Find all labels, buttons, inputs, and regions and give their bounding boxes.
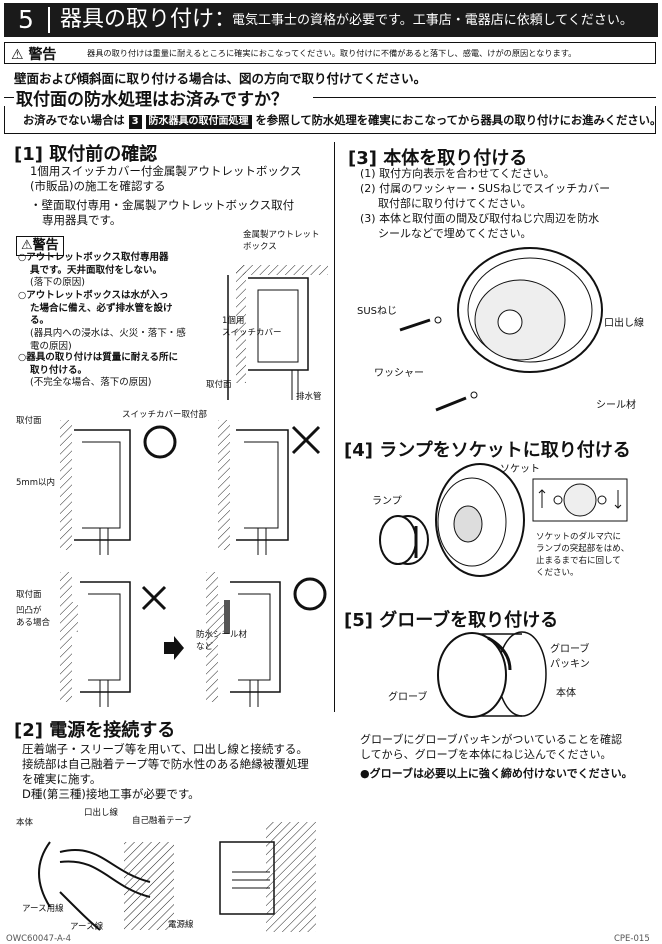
warning-triangle-icon: ⚠: [21, 238, 33, 253]
section-title: 器具の取り付け：: [60, 7, 237, 32]
label-seal: シール材: [596, 400, 636, 411]
step4-heading: [4] ランプをソケットに取り付ける: [344, 440, 631, 461]
step5-caution: ●グローブは必要以上に強く締め付けないでください。: [360, 767, 633, 780]
step2-text: 圧着端子・スリーブ等を用いて、口出し線と接続する。接続部は自己融着テープ等で防水…: [22, 742, 309, 801]
arrow-right-icon: [164, 636, 184, 660]
step1-warning-3-note: (不完全な場合、落下の原因): [30, 377, 152, 388]
install-figure-ok-top: [60, 420, 131, 555]
mount-direction-note: 壁面および傾斜面に取り付ける場合は、図の方向で取り付けてください。: [14, 71, 427, 86]
step1-warning-1: ○アウトレットボックス取付専用器具です。天井面取付をしない。: [18, 252, 169, 276]
section-subtitle: 電気工事士の資格が必要です。工事店・電器店に依頼してください。: [232, 13, 633, 28]
label-switch-cover: 1個用スイッチカバー: [222, 316, 282, 338]
ref-title: 防水器具の取付面処理: [145, 115, 252, 129]
label-body: 本体: [16, 818, 34, 828]
socket-detail-icon: [532, 478, 628, 522]
step1-warning-tag: ⚠警告: [16, 234, 64, 256]
step5-text: グローブにグローブパッキンがついていることを確認してから、グローブを本体にねじ込…: [360, 733, 623, 761]
label-mount-surface-fig2: 取付面: [16, 590, 42, 600]
label-metal-box: 金属製アウトレットボックス: [243, 230, 320, 252]
step3-heading: [3] 本体を取り付ける: [348, 148, 528, 169]
step1-warning-2: ○アウトレットボックスは水が入った場合に備え、必ず排水管を設ける。: [18, 290, 173, 326]
label-globe: グローブ: [388, 692, 428, 703]
label-earth: アース線: [70, 922, 104, 932]
step5-heading: [5] グローブを取り付ける: [344, 610, 559, 631]
label-earth-lead: アース用線: [22, 904, 64, 914]
install-figure-ng-bottom: [60, 572, 131, 707]
warning-triangle-icon: ⚠: [11, 47, 24, 63]
step1-warning-3: ○器具の取り付けは質量に耐える所に取り付ける。: [18, 352, 179, 376]
header-divider: [48, 7, 50, 33]
label-washer: ワッシャー: [374, 368, 424, 379]
step1-bullet-1: ・壁面取付専用・金属製アウトレットボックス取付: [30, 198, 295, 212]
globe-diagram: [437, 631, 547, 718]
waterproof-instruction: お済みでない場合は 3 防水器具の取付面処理 を参照して防水処理を確実におこなっ…: [23, 114, 662, 129]
label-lead: 口出し線: [84, 808, 119, 818]
body-mount-diagram: [399, 247, 603, 412]
footer-code-right: CPE-015: [614, 934, 650, 944]
label-within-5mm: 5mm以内: [16, 478, 55, 488]
label-socket: ソケット: [500, 464, 540, 475]
warning-tag: ⚠ 警告: [11, 47, 57, 63]
install-figure-ng-top: [218, 420, 289, 555]
rule-right: [313, 97, 656, 98]
socket-note: ソケットのダルマ穴にランプの突起部をはめ、止まるまで右に回してください。: [536, 532, 630, 578]
label-lead-wire: 口出し線: [604, 318, 644, 329]
label-power: 電源線: [168, 920, 194, 930]
warning-banner: ⚠ 警告 器具の取り付けは重量に耐えるところに確実におこなってください。取り付け…: [4, 42, 656, 64]
step1-warning-2-note: (器具内への浸水は、火災・落下・感電の原因): [30, 328, 186, 352]
rule-left: [4, 97, 14, 98]
waterproof-question: 取付面の防水処理はお済みですか？: [16, 90, 288, 110]
ref-number: 3: [128, 115, 142, 129]
label-sus-screw: SUSねじ: [357, 306, 398, 317]
waterproof-box: お済みでない場合は 3 防水器具の取付面処理 を参照して防水処理を確実におこなっ…: [4, 106, 661, 134]
ng-cross-icon: [291, 425, 321, 455]
ng-cross-icon: [141, 585, 167, 611]
ok-circle-icon: [293, 577, 327, 611]
step2-heading: [2] 電源を接続する: [14, 720, 176, 741]
step1-warning-1-note: (落下の原因): [30, 277, 85, 288]
ok-circle-icon: [143, 425, 177, 459]
label-tape: 自己融着テープ: [132, 816, 191, 826]
step1-bullet-2: 専用器具です。: [42, 213, 122, 227]
section-header: 5 器具の取り付け： 電気工事士の資格が必要です。工事店・電器店に依頼してくださ…: [4, 3, 658, 37]
section-number: 5: [18, 5, 34, 34]
label-uneven: 凹凸がある場合: [16, 606, 51, 628]
step3-text: (1) 取付方向表示を合わせてください。(2) 付属のワッシャー・SUSねじでス…: [360, 167, 611, 240]
label-lamp: ランプ: [372, 496, 402, 507]
outlet-box-diagram: [227, 265, 328, 400]
label-switch-cover-part: スイッチカバー取付部: [122, 410, 208, 420]
lamp-socket-diagram: [379, 463, 525, 577]
step1-line-1: 1個用スイッチカバー付金属製アウトレットボックス: [30, 164, 302, 178]
install-figure-ok-bottom: [206, 572, 281, 707]
label-sealant: 防水シール材など: [196, 630, 248, 652]
step1-heading: [1] 取付前の確認: [14, 144, 158, 165]
step1-line-2: (市販品)の施工を確認する: [30, 179, 166, 193]
label-mount-surface-fig: 取付面: [16, 416, 42, 426]
wiring-diagram: [38, 822, 316, 932]
label-drain-pipe: 排水管: [296, 392, 322, 402]
label-globe-packing: グローブパッキン: [550, 644, 590, 670]
column-divider: [334, 142, 335, 712]
warning-banner-text: 器具の取り付けは重量に耐えるところに確実におこなってください。取り付けに不備があ…: [87, 48, 577, 58]
footer-code-left: OWC60047-A-4: [6, 934, 72, 944]
label-main-body: 本体: [556, 688, 576, 699]
label-mount-surface: 取付面: [206, 380, 232, 390]
